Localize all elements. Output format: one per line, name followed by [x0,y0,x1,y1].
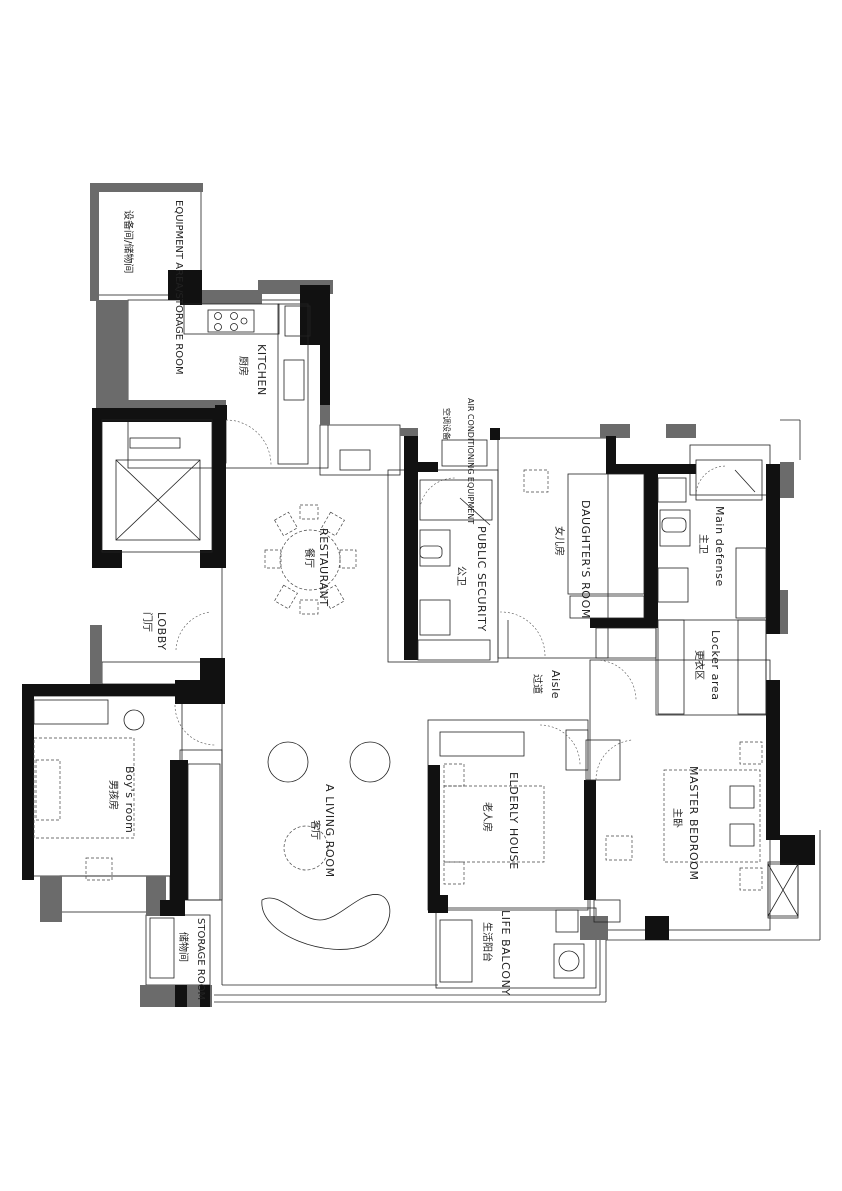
label-public-security: PUBLIC SECURITY [475,526,488,632]
svg-text:过道: 过道 [531,674,544,694]
svg-text:老人房: 老人房 [481,802,494,832]
label-storage-room: STORAGE ROOM [195,918,206,1000]
svg-text:AIR CONDITIONING EQUIPMENT: AIR CONDITIONING EQUIPMENT [466,398,475,524]
label-main-defense-cn: 主卫 [697,534,709,554]
label-living-room: A LIVING ROOM [323,784,336,878]
label-aisle: Aisle [549,670,562,699]
svg-text:Locker area: Locker area [709,630,722,701]
label-equipment-area-cn: 设备间/储物间 [122,210,135,273]
room-labels: EQUIPMENT AREA/STORAGE ROOM 设备间/储物间 KITC… [107,200,726,1000]
label-living-room-cn: 客厅 [309,820,322,840]
label-elderly-house: ELDERLY HOUSE [507,772,520,870]
svg-text:Main defense: Main defense [713,506,726,587]
label-life-balcony: LIFE BALCONY [499,910,512,996]
svg-text:主卫: 主卫 [697,534,709,554]
svg-text:厨房: 厨房 [237,356,250,376]
svg-text:DAUGHTER'S ROOM: DAUGHTER'S ROOM [579,500,592,619]
label-boys-room-cn: 男孩房 [107,780,120,810]
walls [22,183,815,1007]
label-locker-area-cn: 更衣区 [693,650,706,680]
svg-text:主卧: 主卧 [671,808,684,828]
svg-text:生活阳台: 生活阳台 [481,922,494,962]
svg-text:RESTAURANT: RESTAURANT [317,528,330,607]
svg-text:设备间/储物间: 设备间/储物间 [122,210,135,273]
label-public-security-cn: 公卫 [455,566,466,586]
svg-text:STORAGE ROOM: STORAGE ROOM [195,918,206,1000]
svg-text:ELDERLY HOUSE: ELDERLY HOUSE [507,772,520,870]
svg-text:储物间: 储物间 [177,932,190,962]
svg-text:门厅: 门厅 [141,612,154,632]
label-equipment-area: EQUIPMENT AREA/STORAGE ROOM [173,200,184,375]
label-master-bedroom-cn: 主卧 [671,808,684,828]
svg-text:EQUIPMENT AREA/STORAGE ROOM: EQUIPMENT AREA/STORAGE ROOM [173,200,184,375]
label-storage-room-cn: 储物间 [177,932,190,962]
label-kitchen-cn: 厨房 [237,356,250,376]
label-life-balcony-cn: 生活阳台 [481,922,494,962]
outline [31,189,821,1003]
svg-text:空调设备: 空调设备 [442,408,452,440]
svg-text:男孩房: 男孩房 [107,780,120,810]
svg-text:PUBLIC SECURITY: PUBLIC SECURITY [475,526,488,632]
svg-text:更衣区: 更衣区 [693,650,706,680]
svg-text:Aisle: Aisle [549,670,562,699]
label-aisle-cn: 过道 [531,674,544,694]
label-daughters-room: DAUGHTER'S ROOM [579,500,592,619]
svg-text:A LIVING ROOM: A LIVING ROOM [323,784,336,878]
label-boys-room: Boy's room [123,766,136,834]
label-elderly-house-cn: 老人房 [481,802,494,832]
svg-text:KITCHEN: KITCHEN [255,344,268,396]
fixtures [33,303,799,983]
svg-text:MASTER BEDROOM: MASTER BEDROOM [687,766,700,881]
label-restaurant: RESTAURANT [317,528,330,607]
label-locker-area: Locker area [709,630,722,701]
label-air-conditioning: AIR CONDITIONING EQUIPMENT [466,398,475,524]
svg-text:公卫: 公卫 [455,566,466,586]
label-lobby: LOBBY [155,612,168,651]
doors [174,419,727,781]
svg-text:餐厅: 餐厅 [303,548,316,568]
label-daughters-room-cn: 女儿房 [553,526,566,556]
svg-text:LOBBY: LOBBY [155,612,168,651]
label-kitchen: KITCHEN [255,344,268,396]
svg-text:客厅: 客厅 [309,820,322,840]
label-main-defense: Main defense [713,506,726,587]
label-master-bedroom: MASTER BEDROOM [687,766,700,881]
svg-text:Boy's room: Boy's room [123,766,136,834]
svg-text:LIFE BALCONY: LIFE BALCONY [499,910,512,996]
label-lobby-cn: 门厅 [141,612,154,632]
svg-text:女儿房: 女儿房 [553,526,566,556]
label-air-conditioning-cn: 空调设备 [442,408,452,440]
label-restaurant-cn: 餐厅 [303,548,316,568]
